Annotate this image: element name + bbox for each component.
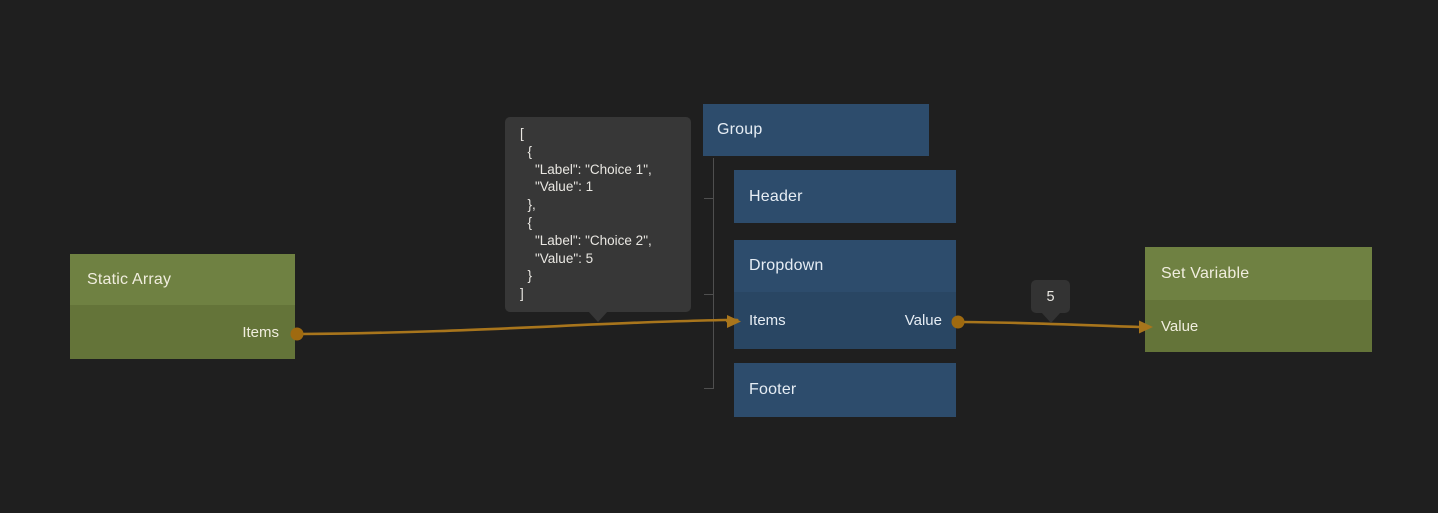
- value-preview-tooltip: 5: [1031, 280, 1070, 323]
- wire-value-to-setvariable[interactable]: [961, 320, 1140, 329]
- array-preview-tooltip: [ { "Label": "Choice 1", "Value": 1 }, {…: [505, 117, 691, 322]
- dropdown-items-input-arrow[interactable]: [727, 315, 741, 328]
- json-line: "Value": 1: [520, 179, 594, 195]
- json-line: "Label": "Choice 2",: [520, 232, 652, 248]
- node-title-bar[interactable]: Static Array: [70, 254, 295, 305]
- node-title-bar[interactable]: Dropdown: [734, 240, 956, 292]
- json-line: ]: [520, 286, 524, 302]
- wire-items-to-dropdown[interactable]: [299, 318, 739, 336]
- group-tree-lines: [704, 158, 714, 389]
- node-port-row: Items: [70, 305, 295, 359]
- json-line: {: [520, 143, 533, 159]
- node-title-bar[interactable]: Group: [703, 104, 929, 156]
- node-dropdown[interactable]: Dropdown Items Value: [734, 240, 956, 349]
- node-title: Dropdown: [749, 257, 824, 274]
- node-title-bar[interactable]: Footer: [734, 363, 956, 417]
- node-port-row: Value: [1145, 300, 1372, 352]
- value-preview-text: 5: [1046, 288, 1055, 305]
- node-header[interactable]: Header: [734, 170, 956, 223]
- json-line: }: [520, 268, 533, 284]
- node-title: Group: [717, 121, 763, 138]
- tooltip-pointer: [1041, 312, 1061, 323]
- json-line: {: [520, 214, 533, 230]
- input-port-label-value: Value: [1161, 317, 1199, 335]
- json-line: },: [520, 197, 536, 213]
- json-line: "Label": "Choice 1",: [520, 161, 652, 177]
- node-title-bar[interactable]: Set Variable: [1145, 247, 1372, 300]
- output-port-label-value: Value: [904, 312, 942, 329]
- static-array-items-output-port[interactable]: [290, 327, 304, 341]
- node-port-row: Items Value: [734, 292, 956, 349]
- dropdown-value-output-port[interactable]: [951, 315, 965, 329]
- input-port-label-items: Items: [749, 312, 786, 329]
- json-line: [: [520, 126, 524, 141]
- output-port-label-items: Items: [242, 323, 279, 341]
- node-title-bar[interactable]: Header: [734, 170, 956, 223]
- node-group[interactable]: Group: [703, 104, 929, 156]
- node-static-array[interactable]: Static Array Items: [70, 254, 295, 359]
- node-title: Static Array: [87, 270, 172, 288]
- node-title: Header: [749, 187, 803, 205]
- tooltip-pointer: [588, 311, 608, 322]
- node-title: Set Variable: [1161, 264, 1250, 282]
- json-line: "Value": 5: [520, 250, 594, 266]
- node-set-variable[interactable]: Set Variable Value: [1145, 247, 1372, 352]
- setvariable-value-input-arrow[interactable]: [1139, 320, 1153, 334]
- node-footer[interactable]: Footer: [734, 363, 956, 417]
- node-title: Footer: [749, 381, 797, 398]
